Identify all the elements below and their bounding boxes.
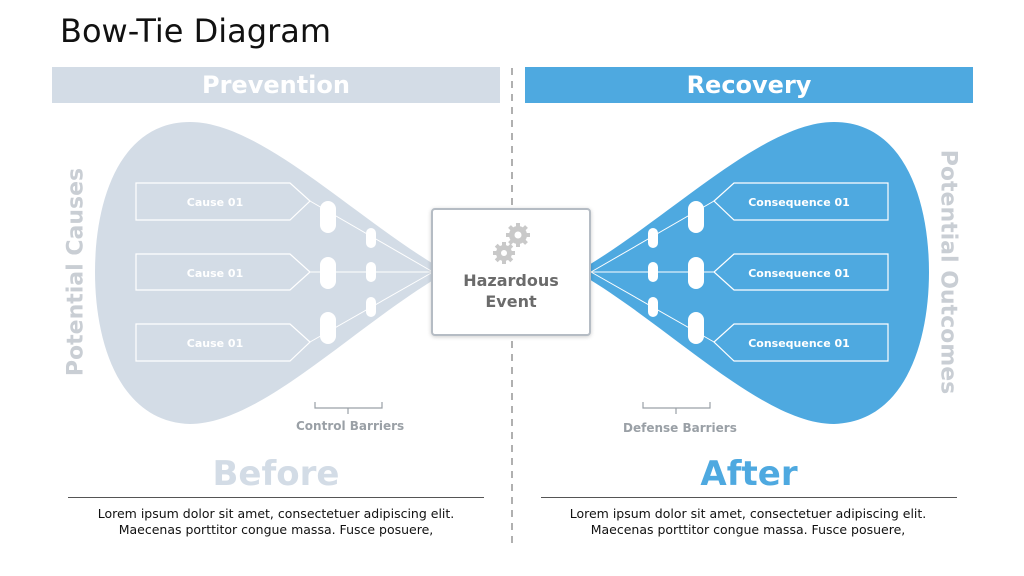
defense-barriers-bracket: [642, 402, 711, 414]
defense-barriers-label: Defense Barriers: [623, 421, 737, 435]
before-heading: Before: [212, 454, 340, 494]
consequence-label-1: Consequence 01: [748, 195, 850, 209]
hazardous-event-line2: Event: [485, 292, 537, 311]
after-description-line2: Maecenas porttitor congue massa. Fusce p…: [590, 522, 906, 537]
after-description: Lorem ipsum dolor sit amet, consectetuer…: [528, 506, 968, 538]
hazardous-event-line1: Hazardous: [463, 271, 559, 290]
after-heading: After: [700, 454, 798, 494]
defense-barrier-large-3: [688, 312, 704, 344]
hazardous-event-text: Hazardous Event: [431, 270, 591, 312]
recovery-header: Recovery: [525, 67, 973, 103]
before-description-line2: Maecenas porttitor congue massa. Fusce p…: [118, 522, 434, 537]
consequence-box-2: [713, 253, 889, 291]
prevention-shape: [95, 122, 440, 424]
defense-barrier-small-1: [648, 228, 658, 248]
prevention-header: Prevention: [52, 67, 500, 103]
after-divider: [541, 497, 957, 498]
defense-barrier-small-2: [648, 262, 658, 282]
cause-box-2: [135, 253, 311, 291]
cause-box-1: [135, 182, 311, 221]
defense-barrier-large-2: [688, 257, 704, 289]
defense-barrier-small-3: [648, 297, 658, 317]
consequence-label-2: Consequence 01: [748, 266, 850, 280]
potential-outcomes-label: Potential Outcomes: [935, 149, 961, 395]
control-barriers-label: Control Barriers: [296, 419, 405, 433]
after-description-line1: Lorem ipsum dolor sit amet, consectetuer…: [569, 506, 927, 521]
cause-label-3: Cause 01: [186, 336, 244, 350]
control-barrier-large-2: [320, 257, 336, 289]
recovery-shape: [584, 122, 929, 424]
potential-causes-label: Potential Causes: [63, 167, 89, 377]
consequence-label-3: Consequence 01: [748, 336, 850, 350]
control-barriers-bracket: [314, 402, 383, 414]
gears-icon: [493, 223, 530, 264]
page-title: Bow-Tie Diagram: [60, 12, 332, 50]
cause-box-3: [135, 323, 311, 362]
cause-label-1: Cause 01: [186, 195, 244, 209]
control-barrier-small-2: [366, 262, 376, 282]
defense-barrier-large-1: [688, 201, 704, 233]
control-barrier-large-3: [320, 312, 336, 344]
before-description-line1: Lorem ipsum dolor sit amet, consectetuer…: [97, 506, 455, 521]
consequence-box-3: [713, 323, 889, 362]
cause-label-2: Cause 01: [186, 266, 244, 280]
consequence-box-1: [713, 182, 889, 221]
control-barrier-large-1: [320, 201, 336, 233]
control-barrier-small-3: [366, 297, 376, 317]
control-barrier-small-1: [366, 228, 376, 248]
before-description: Lorem ipsum dolor sit amet, consectetuer…: [56, 506, 496, 538]
before-divider: [68, 497, 484, 498]
